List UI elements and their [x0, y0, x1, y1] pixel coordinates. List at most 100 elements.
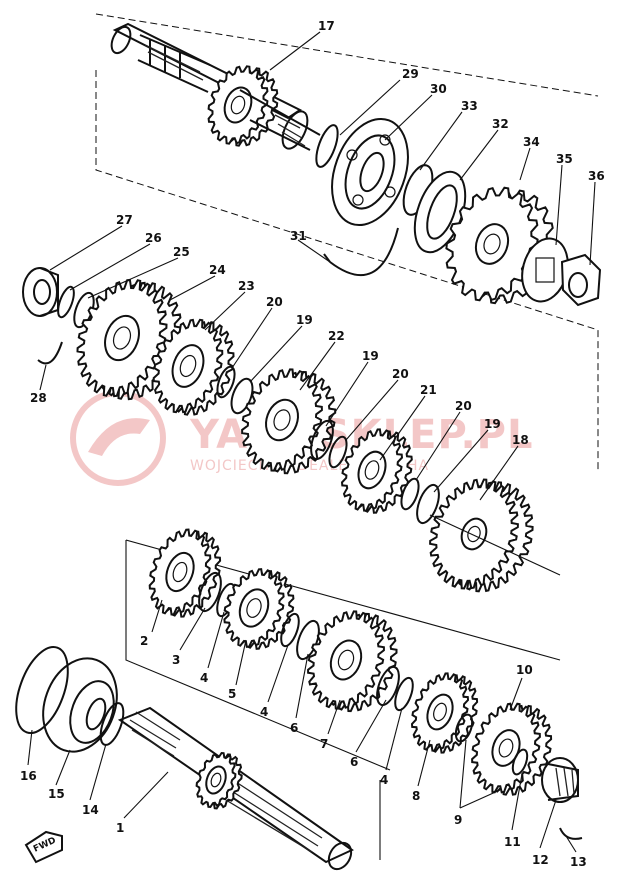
callout-6a: 6 [290, 721, 298, 735]
part-20-circlip-b [328, 435, 348, 469]
g2-front-face [148, 528, 212, 616]
g5-bore [246, 598, 262, 618]
g34-front-face [445, 186, 539, 302]
callout-13: 13 [570, 855, 587, 869]
g7-bore [337, 649, 355, 671]
part-9-collar [454, 713, 474, 743]
g34-hub [474, 223, 510, 265]
callout-32: 32 [492, 117, 509, 131]
callout-10: 10 [516, 663, 533, 677]
callout-numbers: 17 29 30 33 32 34 35 36 31 27 26 25 24 2… [20, 19, 605, 869]
callout-4c: 4 [380, 773, 388, 787]
g10-bore [498, 738, 514, 758]
callout-14: 14 [82, 803, 99, 817]
g8-front-face [410, 672, 470, 752]
boundary-main-shaft [95, 70, 599, 470]
callout-19a: 19 [296, 313, 313, 327]
gear-22 [241, 368, 337, 475]
callout-27: 27 [116, 213, 133, 227]
g17-front-face [207, 65, 269, 145]
g8-hub [426, 693, 454, 731]
part-19-washer-c [416, 483, 440, 525]
gear-23 [152, 318, 235, 416]
callout-17: 17 [318, 19, 335, 33]
callout-3: 3 [172, 653, 180, 667]
gear-2 [148, 528, 222, 618]
part-4-circlip-c [394, 676, 414, 712]
g5-hub [238, 588, 270, 628]
g21-hub [357, 450, 387, 490]
g1-bore [210, 772, 222, 788]
part-20-circlip-a [216, 365, 236, 399]
callout-30: 30 [430, 82, 447, 96]
part-12-bearing [541, 757, 579, 803]
callout-16: 16 [20, 769, 37, 783]
g18-front-face [429, 478, 519, 590]
g18-bore [467, 525, 481, 543]
g23-front-face [152, 318, 224, 414]
part-29-circlip [315, 124, 339, 168]
part-11-washer [511, 748, 529, 776]
g21-bore [364, 460, 380, 480]
part-30-bearing [331, 117, 409, 227]
callout-5: 5 [228, 687, 236, 701]
callout-25: 25 [173, 245, 190, 259]
callout-4a: 4 [200, 671, 208, 685]
part-28-clip [37, 341, 63, 365]
g22-front-face [241, 368, 323, 472]
callout-7: 7 [320, 737, 328, 751]
part-6-washer-b [376, 665, 400, 707]
callout-6b: 6 [350, 755, 358, 769]
part-14-spacer [99, 702, 125, 746]
callout-35: 35 [556, 152, 573, 166]
g8-bore [433, 702, 447, 722]
g23-hub [171, 344, 205, 388]
callout-28: 28 [30, 391, 47, 405]
gear-10 [471, 702, 553, 796]
part-4-circlip-b [280, 612, 300, 648]
callout-20b: 20 [392, 367, 409, 381]
part-27-bearing [22, 267, 59, 317]
callout-29: 29 [402, 67, 419, 81]
callout-18: 18 [512, 433, 529, 447]
g2-hub [165, 551, 195, 593]
part-6-washer-a [296, 619, 320, 661]
callout-22: 22 [328, 329, 345, 343]
callout-4b: 4 [260, 705, 268, 719]
part-1-main-axle [117, 706, 354, 871]
gear-17 [207, 65, 279, 147]
watermark-logo-icon [70, 390, 166, 486]
fwd-direction-marker: FWD [24, 830, 63, 864]
callout-11: 11 [504, 835, 521, 849]
g7-front-face [307, 610, 385, 710]
part-16-circlip [15, 646, 69, 734]
part-36-nut [560, 253, 602, 307]
g24-front-face [76, 278, 168, 398]
callout-19c: 19 [484, 417, 501, 431]
g1-front-face [195, 751, 237, 809]
callout-8: 8 [412, 789, 420, 803]
g24-hub [104, 314, 140, 362]
callout-2: 2 [140, 634, 148, 648]
callout-36: 36 [588, 169, 605, 183]
gear-24 [76, 278, 183, 401]
g22-bore [273, 409, 291, 431]
callout-26: 26 [145, 231, 162, 245]
callout-20a: 20 [266, 295, 283, 309]
g22-hub [265, 398, 299, 442]
part-19-washer-a [230, 377, 254, 415]
g2-bore [172, 561, 188, 583]
g7-hub [329, 639, 363, 681]
boundary-left-lower [125, 540, 391, 771]
gear-1-integral [195, 751, 243, 810]
callout-23: 23 [238, 279, 255, 293]
g24-bore [112, 326, 132, 350]
boundary-top [95, 13, 599, 97]
g17-hub [223, 86, 253, 124]
callout-12: 12 [532, 853, 549, 867]
callout-33: 33 [461, 99, 478, 113]
gear-18 [429, 478, 534, 593]
g1-hub [205, 765, 227, 795]
